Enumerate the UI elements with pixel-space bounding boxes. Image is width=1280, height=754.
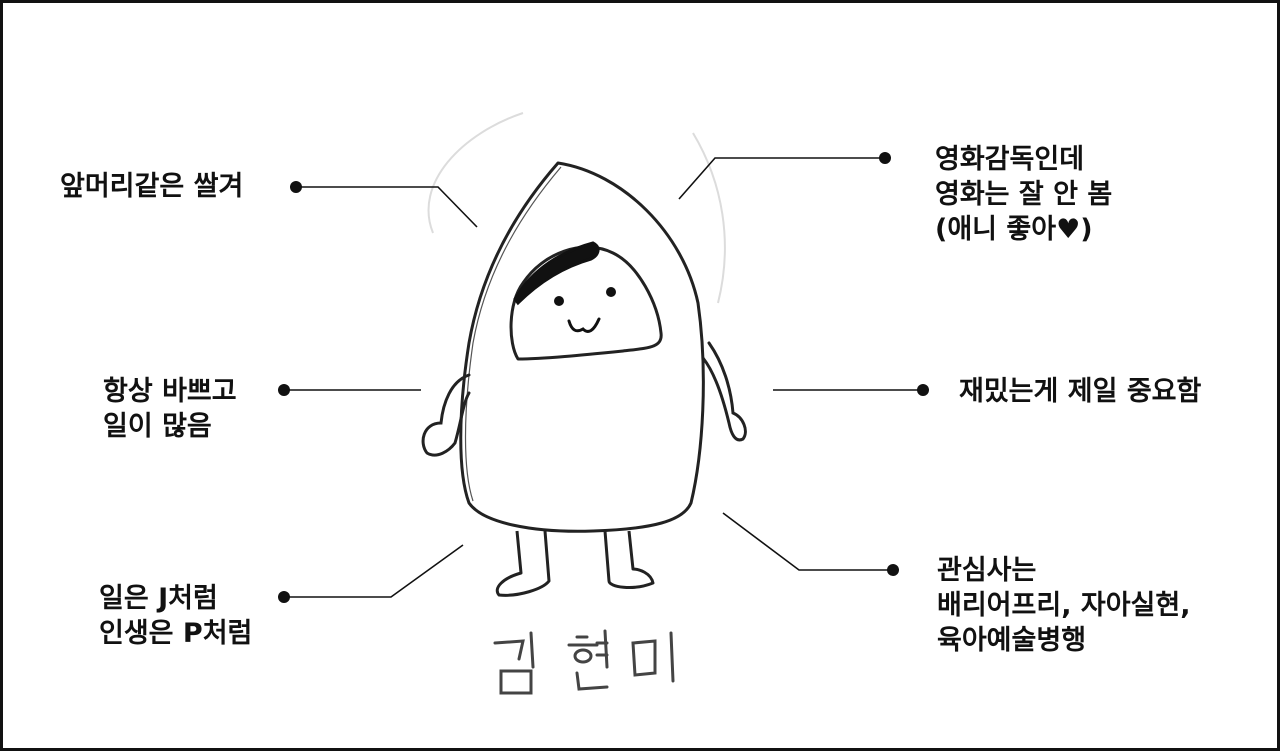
signature-handwriting bbox=[493, 629, 675, 695]
annotation-jp: 일은 J처럼 인생은 P처럼 bbox=[99, 581, 252, 651]
left-leg bbox=[495, 530, 551, 597]
annotation-busy-line-1: 항상 바쁘고 bbox=[103, 376, 237, 407]
mouth bbox=[567, 317, 601, 333]
right-eye bbox=[606, 287, 616, 297]
annotation-busy: 항상 바쁘고 일이 많음 bbox=[103, 374, 237, 444]
annotation-interests: 관심사는 배리어프리, 자아실현, 육아예술병행 bbox=[937, 553, 1190, 658]
left-arm bbox=[421, 373, 471, 457]
annotation-busy-line-2: 일이 많음 bbox=[103, 411, 212, 442]
leader-lines bbox=[284, 157, 923, 598]
annotation-interests-line-1: 관심사는 bbox=[937, 555, 1037, 586]
annotation-interests-line-2: 배리어프리, 자아실현, bbox=[937, 590, 1191, 621]
character-bangs bbox=[513, 241, 600, 306]
right-leg bbox=[603, 530, 655, 589]
annotation-bangs-line-1: 앞머리같은 쌀겨 bbox=[60, 171, 244, 202]
character-face bbox=[509, 245, 663, 361]
character-body bbox=[459, 161, 705, 533]
annotation-director-line-2: 영화는 잘 안 봄 bbox=[935, 179, 1113, 210]
annotation-director-line-1: 영화감독인데 bbox=[935, 144, 1085, 175]
annotation-fun: 재밌는게 제일 중요함 bbox=[959, 374, 1201, 409]
annotation-jp-line-1: 일은 J처럼 bbox=[99, 583, 218, 614]
leader-dots bbox=[278, 152, 929, 603]
annotation-director-line-3: (애니 좋아♥) bbox=[935, 214, 1093, 245]
annotation-bangs: 앞머리같은 쌀겨 bbox=[60, 169, 243, 204]
annotation-jp-line-2: 인생은 P처럼 bbox=[99, 618, 253, 649]
annotation-interests-line-3: 육아예술병행 bbox=[937, 625, 1087, 656]
annotation-fun-line-1: 재밌는게 제일 중요함 bbox=[959, 376, 1202, 407]
right-arm bbox=[701, 341, 747, 442]
annotation-director: 영화감독인데 영화는 잘 안 봄 (애니 좋아♥) bbox=[935, 142, 1112, 247]
left-eye bbox=[554, 296, 564, 306]
character-illustration bbox=[278, 112, 929, 695]
